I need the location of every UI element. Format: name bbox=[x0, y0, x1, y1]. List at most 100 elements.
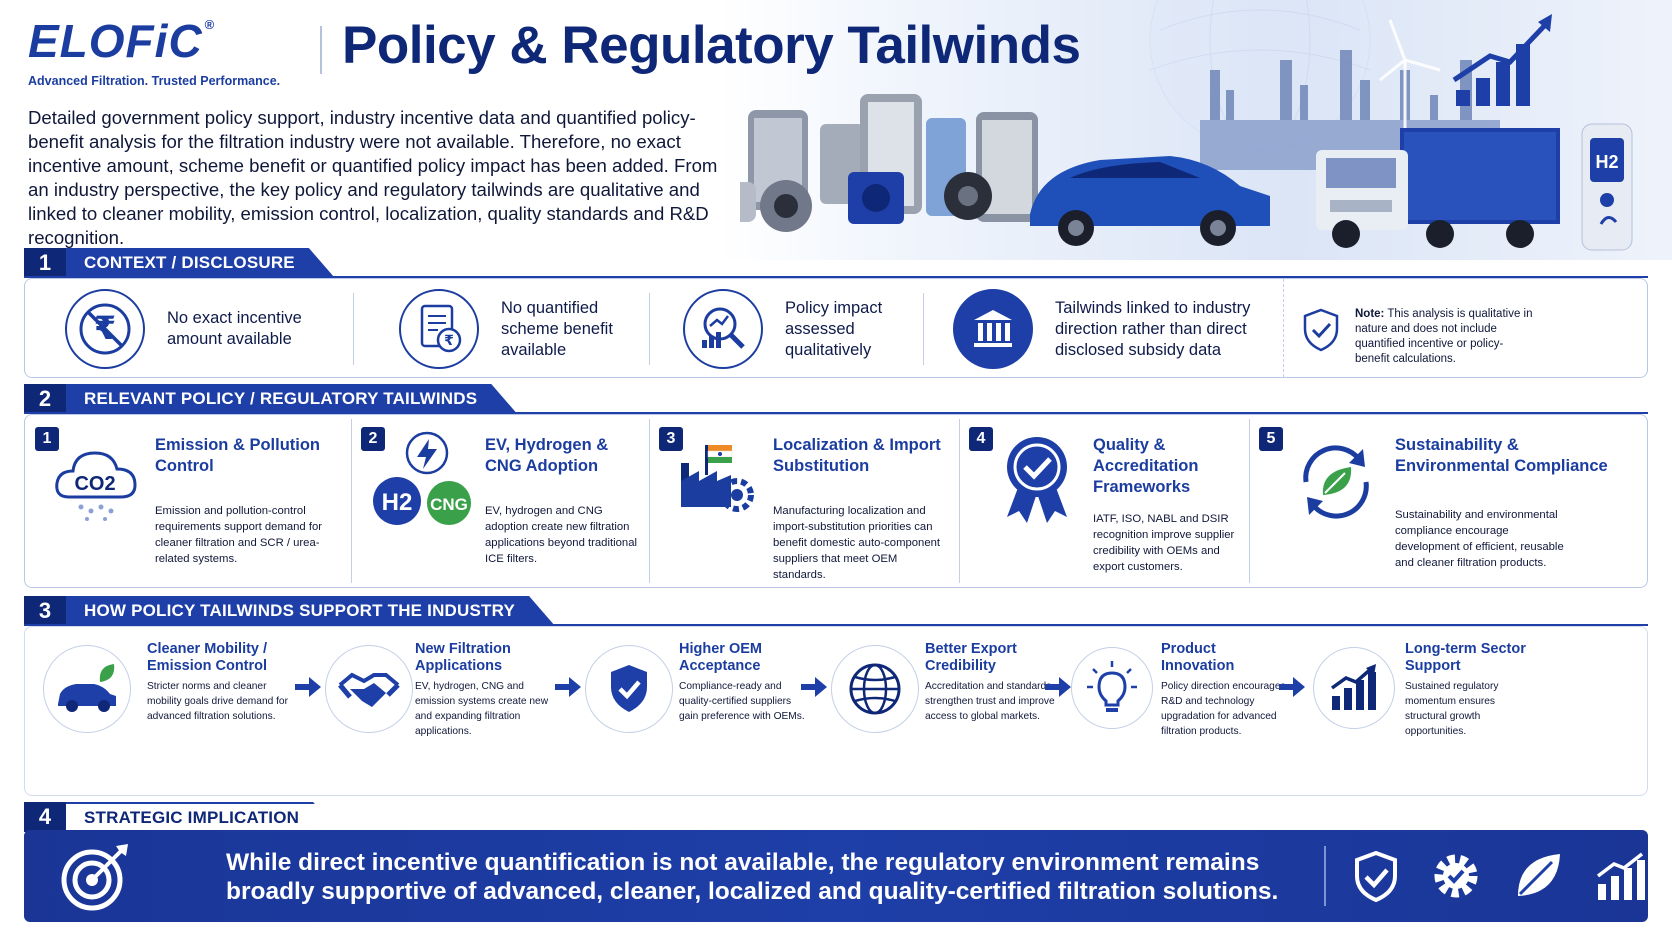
support-title: Higher OEM Acceptance bbox=[679, 641, 762, 674]
support-description: Accreditation and standards strengthen t… bbox=[925, 681, 1055, 722]
context-text: No quantified scheme benefit available bbox=[501, 298, 613, 359]
growth-chart-icon bbox=[1596, 852, 1645, 900]
support-item-export: Better Export Credibility Accreditation … bbox=[831, 627, 1081, 747]
card-title: Sustainability & Environmental Complianc… bbox=[1395, 436, 1608, 475]
support-title: New Filtration Applications bbox=[415, 641, 511, 674]
divider bbox=[1249, 419, 1250, 583]
divider bbox=[959, 419, 960, 583]
support-item-sector: Long-term Sector Support Sustained regul… bbox=[1313, 627, 1643, 747]
section-number: 4 bbox=[24, 802, 66, 832]
header: ELOFiC® Advanced Filtration. Trusted Per… bbox=[0, 0, 1672, 260]
section-label: STRATEGIC IMPLICATION bbox=[66, 802, 339, 832]
divider bbox=[649, 293, 650, 365]
context-item-incentive: ₹ No exact incentive amount available bbox=[65, 279, 327, 379]
co2-label: CO2 bbox=[74, 473, 115, 495]
section-label: CONTEXT / DISCLOSURE bbox=[66, 248, 335, 278]
tailwind-card-emission: 1 CO2 Emission & Pollution Control Emiss… bbox=[25, 415, 351, 587]
card-number: 1 bbox=[35, 427, 59, 451]
card-description: IATF, ISO, NABL and DSIR recognition imp… bbox=[1093, 513, 1235, 573]
context-item-direction: Tailwinds linked to industry direction r… bbox=[953, 279, 1275, 379]
card-title: Localization & Import Substitution bbox=[773, 436, 941, 475]
shield-check-icon bbox=[1301, 307, 1341, 358]
support-item-innovation: Product Innovation Policy direction enco… bbox=[1071, 627, 1331, 747]
card-number: 5 bbox=[1259, 427, 1283, 451]
section-rule bbox=[24, 624, 1648, 626]
document-rupee-icon: ₹ bbox=[399, 289, 479, 369]
support-title: Cleaner Mobility / Emission Control bbox=[147, 641, 268, 674]
section-2-panel: 1 CO2 Emission & Pollution Control Emiss… bbox=[24, 414, 1648, 588]
tailwind-card-quality: 4 Quality & Accreditation Frameworks IAT… bbox=[959, 415, 1249, 587]
card-description: Emission and pollution-control requireme… bbox=[155, 505, 323, 565]
card-number: 3 bbox=[659, 427, 683, 451]
context-item-qualitative: Policy impact assessed qualitatively bbox=[683, 279, 915, 379]
section-number: 3 bbox=[24, 596, 66, 626]
divider bbox=[353, 293, 354, 365]
cng-label: CNG bbox=[430, 495, 468, 514]
wind-turbine-icon bbox=[1379, 19, 1441, 150]
context-text: No exact incentive amount available bbox=[167, 309, 302, 348]
context-text: Tailwinds linked to industry direction r… bbox=[1055, 298, 1251, 359]
implication-line-2: broadly supportive of advanced, cleaner,… bbox=[226, 878, 1279, 905]
shield-check-icon bbox=[1355, 850, 1397, 902]
card-number: 4 bbox=[969, 427, 993, 451]
arrow-right-icon bbox=[1045, 677, 1071, 697]
leaf-icon bbox=[1518, 854, 1560, 896]
arrow-right-icon bbox=[801, 677, 827, 697]
card-title: EV, Hydrogen & CNG Adoption bbox=[485, 436, 609, 475]
banner-icon-row bbox=[1352, 850, 1650, 902]
quality-badge-icon bbox=[999, 433, 1075, 528]
hydrogen-station-label: H2 bbox=[1595, 152, 1618, 172]
lightbulb-icon bbox=[1071, 647, 1153, 729]
svg-text:₹: ₹ bbox=[444, 333, 454, 349]
section-1-panel: ₹ No exact incentive amount available ₹ … bbox=[24, 278, 1648, 378]
card-title: Quality & Accreditation Frameworks bbox=[1093, 436, 1199, 496]
shield-check-icon bbox=[585, 645, 673, 733]
co2-cloud-icon: CO2 bbox=[51, 435, 141, 530]
target-icon bbox=[60, 842, 130, 917]
support-title: Product Innovation bbox=[1161, 641, 1235, 674]
support-item-applications: New Filtration Applications EV, hydrogen… bbox=[325, 627, 575, 747]
section-rule bbox=[24, 412, 1648, 414]
globe-icon bbox=[831, 645, 919, 733]
section-number: 1 bbox=[24, 248, 66, 278]
support-description: EV, hydrogen, CNG and emission systems c… bbox=[415, 681, 549, 737]
registered-mark: ® bbox=[204, 17, 216, 32]
support-description: Compliance-ready and quality-certified s… bbox=[679, 681, 805, 722]
hydrogen-station-icon: H2 bbox=[1581, 123, 1633, 251]
card-description: Sustainability and environmental complia… bbox=[1395, 509, 1564, 569]
section-label: HOW POLICY TAILWINDS SUPPORT THE INDUSTR… bbox=[66, 596, 555, 626]
gear-check-icon bbox=[1434, 854, 1478, 898]
logo-wordmark: ELOFiC bbox=[28, 15, 203, 67]
section-4-heading: 4 STRATEGIC IMPLICATION bbox=[24, 802, 339, 832]
support-title: Long-term Sector Support bbox=[1405, 641, 1526, 674]
section-1-heading: 1 CONTEXT / DISCLOSURE bbox=[24, 248, 335, 278]
support-item-mobility: Cleaner Mobility / Emission Control Stri… bbox=[43, 627, 323, 747]
support-item-oem: Higher OEM Acceptance Compliance-ready a… bbox=[585, 627, 835, 747]
h2-label: H2 bbox=[382, 489, 413, 516]
arrow-right-icon bbox=[555, 677, 581, 697]
support-description: Sustained regulatory momentum ensures st… bbox=[1405, 681, 1499, 737]
implication-line-1: While direct incentive quantification is… bbox=[226, 849, 1260, 876]
divider bbox=[1283, 279, 1284, 377]
handshake-icon bbox=[325, 645, 413, 733]
context-item-scheme: ₹ No quantified scheme benefit available bbox=[399, 279, 641, 379]
divider bbox=[649, 419, 650, 583]
brand-logo[interactable]: ELOFiC® Advanced Filtration. Trusted Per… bbox=[28, 18, 280, 88]
note-label: Note: bbox=[1355, 308, 1385, 320]
support-description: Stricter norms and cleaner mobility goal… bbox=[147, 681, 288, 722]
section-3-panel: Cleaner Mobility / Emission Control Stri… bbox=[24, 626, 1648, 796]
recycle-leaf-icon bbox=[1291, 437, 1381, 532]
arrow-right-icon bbox=[1279, 677, 1305, 697]
implication-text: While direct incentive quantification is… bbox=[226, 848, 1278, 906]
eco-car-icon bbox=[43, 645, 131, 733]
card-description: EV, hydrogen and CNG adoption create new… bbox=[485, 505, 637, 565]
section-2-heading: 2 RELEVANT POLICY / REGULATORY TAILWINDS bbox=[24, 384, 517, 414]
context-text: Policy impact assessed qualitatively bbox=[785, 298, 883, 359]
growth-chart-icon bbox=[1452, 14, 1552, 106]
tailwind-card-sustainability: 5 Sustainability & Environmental Complia… bbox=[1249, 415, 1647, 587]
arrow-right-icon bbox=[295, 677, 321, 697]
card-number: 2 bbox=[361, 427, 385, 451]
hero-illustration: H2 bbox=[740, 0, 1633, 251]
tailwind-card-ev: 2 H2 CNG EV, Hydrogen & CNG Adoption EV,… bbox=[351, 415, 649, 587]
card-description: Manufacturing localization and import-su… bbox=[773, 505, 941, 581]
